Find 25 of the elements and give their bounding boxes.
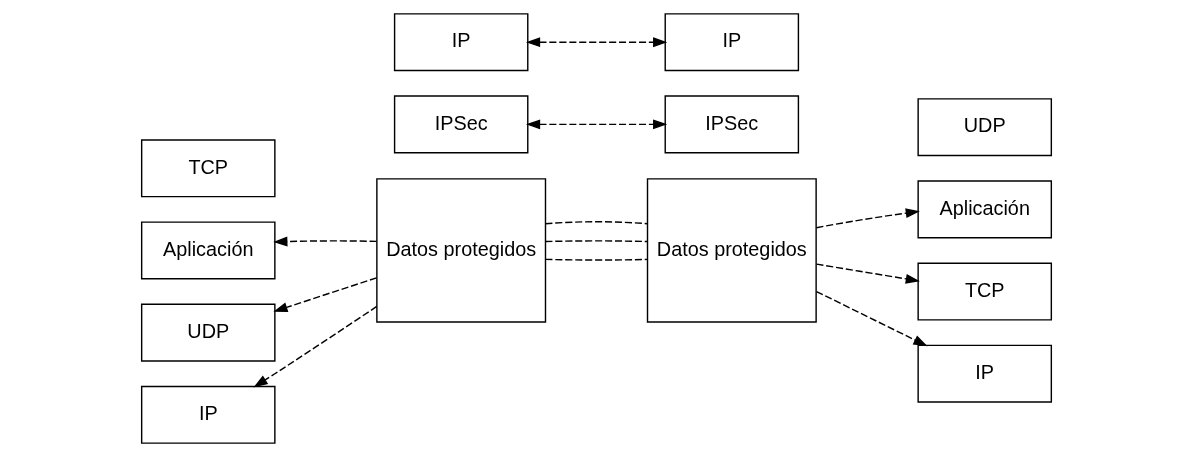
node-box: UDP [140,303,276,362]
arrow [525,37,667,48]
node-box: IP [916,344,1052,403]
node-box: IPSec [393,95,528,154]
node-box: Datos protegidos [375,178,546,323]
node-box: UDP [916,98,1052,157]
connector [544,258,648,261]
arrow [272,236,377,247]
node-box: TCP [140,139,276,198]
arrow [525,119,667,130]
arrow [815,263,920,284]
node-box: TCP [916,262,1052,321]
arrow [815,208,920,229]
node-box: IP [393,13,528,72]
arrow [253,305,377,388]
node-box: Datos protegidos [646,178,817,323]
arrow [815,290,928,347]
node-box: IPSec [664,95,799,154]
connector [544,240,648,243]
node-box: IP [664,13,799,72]
node-box: Aplicación [916,180,1052,239]
node-box: Aplicación [140,221,276,280]
node-box: IP [140,385,276,444]
connector [544,221,648,225]
arrow [272,277,377,312]
